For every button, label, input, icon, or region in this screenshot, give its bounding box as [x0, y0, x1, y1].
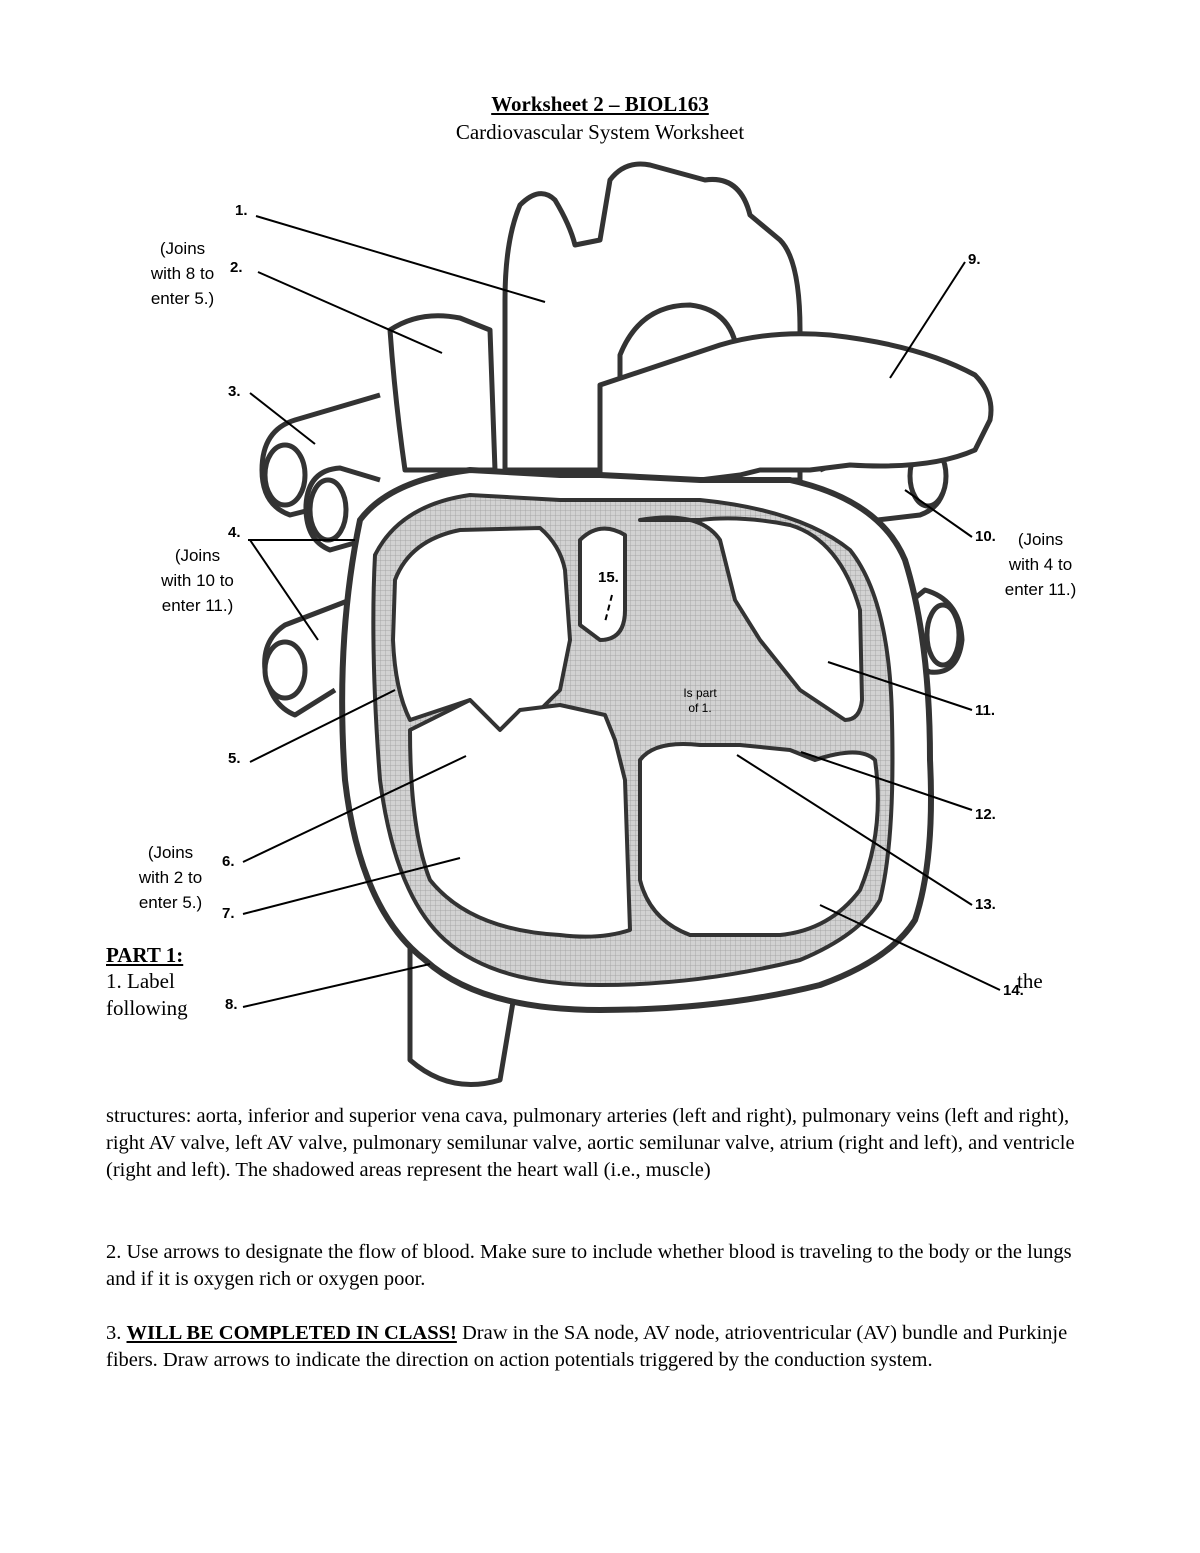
label-9: 9.	[968, 251, 981, 268]
part1-item1-the: the	[1017, 969, 1043, 993]
right-atrium	[391, 526, 572, 747]
label-3: 3.	[228, 383, 241, 400]
left-ventricle	[638, 742, 880, 937]
label-12: 12.	[975, 806, 996, 823]
label-10: 10.	[975, 528, 996, 545]
part1-item1-structures: structures: aorta, inferior and superior…	[106, 1105, 1075, 1181]
superior-vena-cava	[387, 313, 498, 473]
pulmonary-trunk	[597, 331, 994, 483]
label-15: 15.	[598, 569, 619, 586]
worksheet-title: Worksheet 2 – BIOL163	[491, 92, 709, 116]
label-8: 8.	[225, 996, 238, 1013]
left-atrium	[638, 515, 864, 722]
label-4: 4.	[228, 524, 241, 541]
vessel-opening	[307, 477, 349, 543]
vessel-opening	[924, 602, 962, 668]
label-14: 14.	[1003, 982, 1024, 999]
part1-item3: 3. WILL BE COMPLETED IN CLASS! Draw in t…	[106, 1322, 1068, 1371]
item3-emphasis: WILL BE COMPLETED IN CLASS!	[126, 1322, 457, 1344]
leader-lines	[242, 215, 1001, 1008]
part1-item1-label: 1. Label	[106, 969, 175, 993]
label-6: 6.	[222, 853, 235, 870]
aortic-root	[578, 526, 627, 642]
label-7: 7.	[222, 905, 235, 922]
label-5: 5.	[228, 750, 241, 767]
label-1: 1.	[235, 202, 248, 219]
worksheet-subtitle: Cardiovascular System Worksheet	[455, 120, 745, 144]
right-ventricle	[408, 698, 632, 939]
part1-item1-following: following	[106, 996, 188, 1020]
label-2: 2.	[230, 259, 243, 276]
label-11: 11.	[975, 702, 996, 719]
vessel-opening	[262, 639, 308, 701]
vessel-opening	[262, 442, 308, 508]
label-13: 13.	[975, 896, 996, 913]
part1-heading: PART 1:	[106, 943, 184, 967]
aorta	[502, 161, 803, 483]
part1-item2: 2. Use arrows to designate the flow of b…	[106, 1241, 1072, 1290]
